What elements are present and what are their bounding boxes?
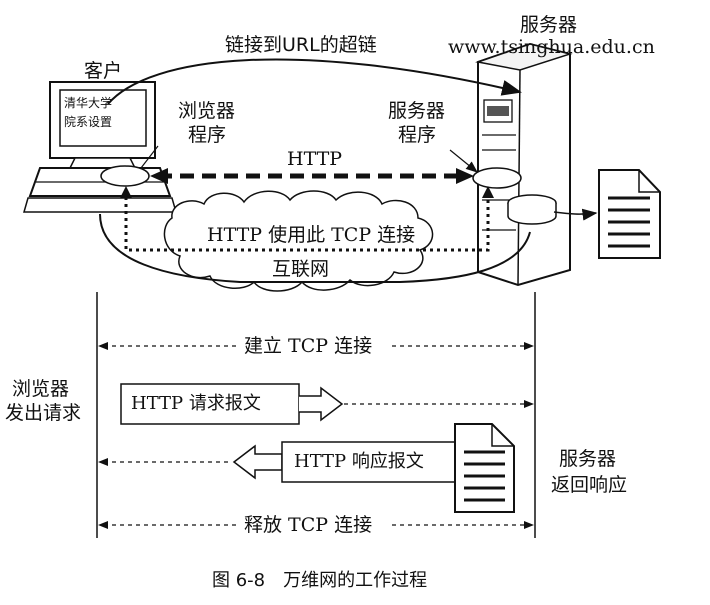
server-program-line2: 程序 [398, 124, 437, 146]
response-document-icon [454, 423, 515, 513]
physical-link-line [99, 213, 531, 283]
tcp-connection-label: HTTP 使用此 TCP 连接 [205, 224, 418, 246]
tcp-arrow-client [120, 186, 132, 198]
tcp-dotted-path [124, 190, 490, 252]
monitor-text-line2: 院系设置 [64, 115, 113, 129]
browser-pointer-line [140, 145, 159, 169]
request-hollow-arrow [299, 386, 344, 422]
browser-label-line2: 程序 [188, 124, 227, 146]
client-title: 客户 [84, 60, 123, 82]
response-box [281, 441, 463, 483]
browser-program-ellipse [100, 165, 150, 187]
establish-arrow-left [98, 342, 108, 350]
server-program-ellipse [472, 167, 522, 189]
server-response-line1: 服务器 [559, 448, 617, 470]
cropped-top [0, 0, 250, 4]
request-box [120, 383, 300, 425]
release-arrow-left [98, 521, 108, 529]
browser-request-line2: 发出请求 [5, 402, 82, 424]
disk-to-document-arrow [553, 208, 598, 221]
establish-tcp-label: 建立 TCP 连接 [244, 335, 373, 357]
server-title: 服务器 [520, 14, 578, 36]
server-url: www.tsinghua.edu.cn [448, 36, 655, 58]
internet-label: 互联网 [272, 258, 330, 280]
response-hollow-arrow [232, 444, 283, 480]
release-arrow-right [524, 521, 534, 529]
release-tcp-label: 释放 TCP 连接 [244, 514, 373, 536]
response-arrow-tip [98, 458, 108, 466]
figure-caption: 图 6-8 万维网的工作过程 [212, 570, 428, 591]
http-arrow-right [456, 168, 474, 184]
monitor-text-line1: 清华大学 [64, 96, 113, 110]
hyperlink-label: 链接到URL的超链 [225, 34, 377, 56]
server-pointer-line [449, 149, 478, 173]
establish-arrow-right [524, 342, 534, 350]
http-label: HTTP [287, 148, 343, 170]
browser-label-line1: 浏览器 [178, 100, 236, 122]
server-tower [472, 42, 573, 287]
browser-request-line1: 浏览器 [12, 378, 70, 400]
tcp-arrow-server [482, 186, 494, 198]
request-arrow-tip [524, 400, 534, 408]
document-icon [598, 169, 661, 259]
response-message-label: HTTP 响应报文 [294, 451, 424, 472]
request-message-label: HTTP 请求报文 [131, 393, 261, 414]
hyperlink-arrow [107, 58, 522, 105]
http-arrow-left [150, 168, 168, 184]
server-response-line2: 返回响应 [551, 474, 628, 496]
server-program-line1: 服务器 [388, 100, 446, 122]
